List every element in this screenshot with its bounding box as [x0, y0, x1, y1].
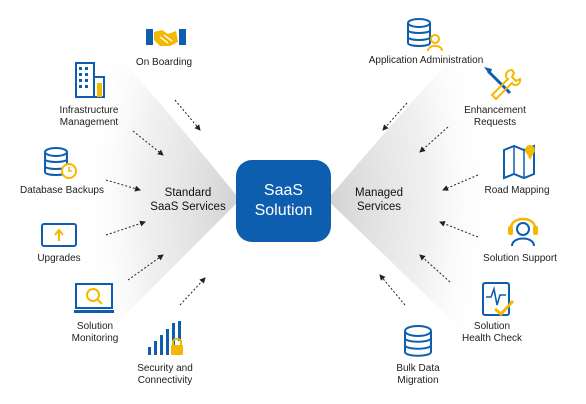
- building-icon: [75, 62, 105, 98]
- center-line-2: Solution: [254, 202, 313, 219]
- tools-icon: [484, 67, 522, 101]
- right-fan: [327, 30, 515, 380]
- left-group-title: Standard SaaS Services: [150, 187, 226, 213]
- arrow-bulk-migration: [379, 274, 406, 306]
- arrow-health-check: [419, 254, 451, 283]
- headset-icon: [508, 217, 538, 247]
- center-box: SaaS Solution: [236, 160, 331, 242]
- map-pin-icon: [503, 144, 535, 180]
- arrows: [105, 99, 479, 306]
- arrow-database-backups: [105, 179, 141, 192]
- label-database-backups: Database Backups: [20, 185, 104, 196]
- database-user-icon: [407, 18, 443, 52]
- arrow-upgrades: [105, 220, 146, 236]
- label-solution-support: Solution Support: [483, 253, 557, 264]
- label-bulk-data-migration: Bulk Data Migration: [396, 363, 440, 386]
- upgrade-icon: [41, 223, 77, 247]
- database-icon: [404, 325, 432, 357]
- label-on-boarding: On Boarding: [135, 57, 193, 68]
- handshake-icon: [146, 29, 186, 46]
- label-enhancement-requests: Enhancement Requests: [464, 105, 526, 128]
- label-solution-monitoring: Solution Monitoring: [71, 321, 119, 344]
- database-clock-icon: [44, 147, 77, 179]
- arrow-monitoring: [127, 254, 164, 281]
- center-line-1: SaaS: [263, 182, 304, 199]
- label-security-connectivity: Security and Connectivity: [137, 363, 193, 386]
- health-check-icon: [482, 282, 515, 317]
- signal-lock-icon: [148, 321, 183, 355]
- arrow-infrastructure: [132, 130, 164, 156]
- left-fan: [60, 30, 240, 380]
- laptop-search-icon: [74, 283, 114, 313]
- label-infrastructure-management: Infrastructure Management: [59, 105, 119, 128]
- label-solution-health-check: Solution Health Check: [461, 321, 523, 344]
- arrow-solution-support: [439, 221, 479, 238]
- label-upgrades: Upgrades: [37, 253, 81, 264]
- label-application-administration: Application Administration: [368, 55, 484, 66]
- arrow-security: [179, 277, 206, 306]
- right-group-title: Managed Services: [355, 187, 403, 213]
- label-road-mapping: Road Mapping: [484, 185, 550, 196]
- arrow-onboarding: [174, 99, 201, 131]
